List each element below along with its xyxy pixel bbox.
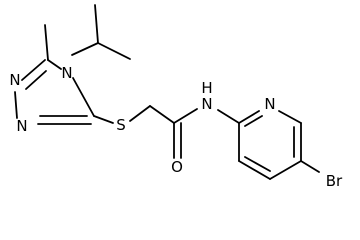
bond-n4-c5: [72, 77, 95, 117]
bond-c3-n4: [47, 59, 62, 70]
bond-ch-ch3-a: [94, 4, 99, 44]
atom-label-s: S: [116, 116, 126, 134]
bond-c4-c3: [238, 160, 271, 180]
triazole-ring: [14, 59, 95, 125]
atom-label-n4: N: [61, 64, 72, 82]
bond-nh-c2: [217, 109, 240, 124]
bond-c2-n1py: [238, 110, 260, 124]
thioacetamide-linker: [93, 105, 240, 159]
bond-ch2-co: [149, 105, 175, 124]
atom-label-n-amide: N: [201, 95, 212, 113]
bond-c5-br: [300, 160, 320, 173]
isopropyl-group: [71, 4, 131, 60]
bond-c3-methyl: [44, 24, 49, 61]
bond-c4-c3-double: [244, 156, 271, 172]
bond-c5-s: [93, 115, 114, 124]
bond-n2-c3: [21, 59, 46, 81]
atom-label-o: O: [171, 158, 183, 176]
bond-ch-ch3-b: [97, 42, 131, 60]
atom-label-n-pyridine: N: [264, 95, 275, 113]
atom-label-n1: N: [16, 117, 27, 135]
pyridine-ring: [238, 110, 302, 180]
bond-co-nh: [173, 108, 198, 124]
atom-label-br: Br: [326, 172, 343, 190]
bond-n1py-c6: [278, 110, 302, 124]
molecule-structure-diagram: N N N S O N H N Br: [9, 4, 343, 190]
bond-c5-c4: [269, 160, 302, 180]
atom-label-h-amide: H: [201, 79, 212, 97]
bond-n4-ch: [71, 42, 99, 56]
bond-n1-n2: [14, 91, 18, 119]
bond-c2-n1py-double: [244, 115, 263, 127]
atom-label-n2: N: [9, 71, 20, 89]
bond-n2-c3-double: [25, 70, 47, 90]
bond-s-ch2: [129, 105, 151, 122]
